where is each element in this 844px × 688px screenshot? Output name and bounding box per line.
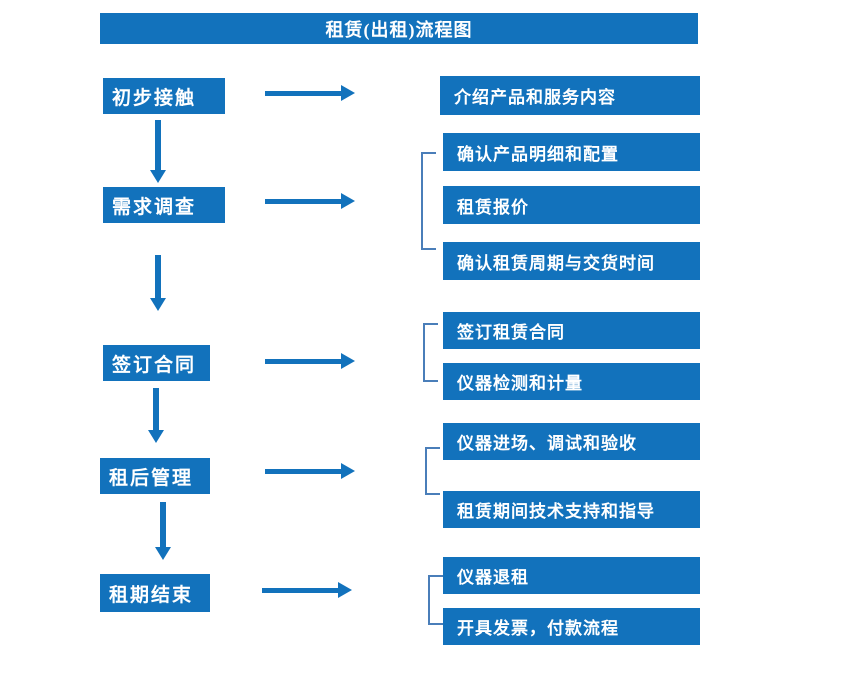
- group-bracket: [425, 447, 440, 495]
- detail-box-instrument-testing: 仪器检测和计量: [443, 363, 700, 400]
- flowchart-title: 租赁(出租)流程图: [100, 13, 698, 44]
- detail-box-sign-rental-contract: 签订租赁合同: [443, 312, 700, 349]
- detail-box-confirm-period-delivery: 确认租赁周期与交货时间: [443, 242, 700, 280]
- right-arrow-icon: [262, 582, 352, 598]
- down-arrow-icon: [155, 502, 171, 560]
- step-box-demand-survey: 需求调查: [103, 187, 225, 223]
- detail-box-tech-support: 租赁期间技术支持和指导: [443, 491, 700, 528]
- right-arrow-icon: [265, 85, 355, 101]
- step-box-post-rental-management: 租后管理: [100, 458, 210, 494]
- right-arrow-icon: [265, 463, 355, 479]
- down-arrow-icon: [150, 255, 166, 311]
- right-arrow-icon: [265, 353, 355, 369]
- right-arrow-icon: [265, 193, 355, 209]
- step-box-initial-contact: 初步接触: [103, 78, 225, 114]
- step-box-rental-end: 租期结束: [100, 574, 210, 612]
- detail-box-instrument-setup-acceptance: 仪器进场、调试和验收: [443, 423, 700, 460]
- step-box-sign-contract: 签订合同: [103, 345, 210, 381]
- detail-box-introduce-products: 介绍产品和服务内容: [440, 76, 700, 115]
- group-bracket: [428, 575, 443, 625]
- detail-box-instrument-return: 仪器退租: [443, 557, 700, 594]
- group-bracket: [423, 323, 438, 382]
- down-arrow-icon: [150, 120, 166, 183]
- detail-box-rental-quote: 租赁报价: [443, 186, 700, 224]
- down-arrow-icon: [148, 388, 164, 443]
- detail-box-confirm-product-config: 确认产品明细和配置: [443, 133, 700, 171]
- group-bracket: [421, 152, 436, 250]
- detail-box-invoice-payment: 开具发票，付款流程: [443, 608, 700, 645]
